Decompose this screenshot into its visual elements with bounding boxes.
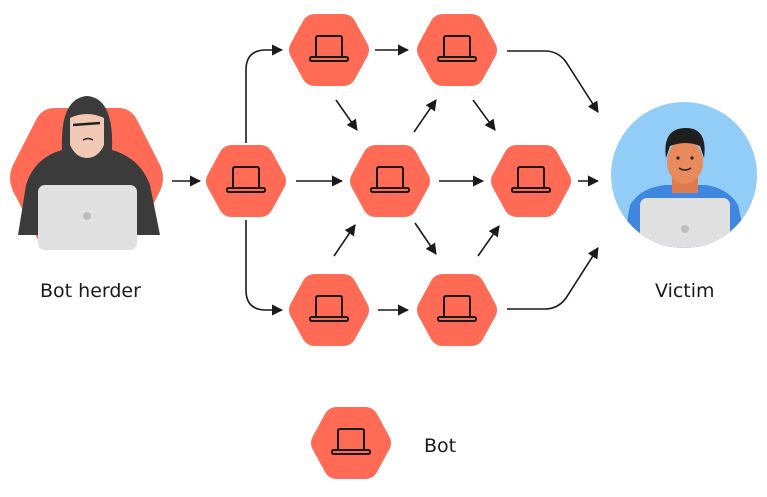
arrow-entry-to-top1 (245, 44, 284, 143)
laptop-icon (309, 35, 349, 62)
bot-hexagon (289, 14, 369, 86)
arrow-top1-to-mid1 (335, 99, 358, 131)
bot-hexagon (417, 274, 497, 346)
arrow-bottom1-to-mid1 (333, 224, 356, 257)
bot-hexagon (206, 145, 286, 217)
arrow-bottom2-to-mid2 (477, 225, 500, 257)
bot-bottom-2 (417, 274, 497, 346)
bot-hexagon (417, 14, 497, 86)
bot-herder-avatar (10, 96, 163, 250)
laptop-icon (511, 166, 551, 193)
arrow-mid1-to-top2 (413, 99, 437, 133)
laptop-icon (309, 295, 349, 322)
laptop-icon (370, 166, 410, 193)
legend-bot-label: Bot (424, 435, 457, 457)
bot-hexagon (491, 145, 571, 217)
victim-avatar (611, 102, 757, 248)
laptop-icon (437, 295, 477, 322)
bot-entry (206, 145, 286, 217)
laptop-icon (437, 35, 477, 62)
bot-hexagon (289, 274, 369, 346)
bot-hexagon (350, 145, 430, 217)
face-icon (70, 114, 104, 158)
connection-arrows (172, 44, 600, 316)
victim-face-icon (667, 140, 703, 184)
bot-top-1 (289, 14, 369, 86)
arrow-bottom2-to-victim (507, 247, 599, 310)
hair-icon (665, 128, 705, 158)
arrow-top2-to-victim (507, 50, 599, 113)
laptop-icon (226, 166, 266, 193)
bot-herder-label: Bot herder (40, 280, 141, 302)
arrow-top2-to-mid2 (472, 99, 496, 131)
arrow-entry-to-bottom1 (245, 220, 284, 316)
bot-bottom-1 (289, 274, 369, 346)
bot-mid-1 (350, 145, 430, 217)
arrow-mid1-to-bottom2 (414, 222, 437, 255)
victim-label: Victim (655, 280, 715, 302)
laptop-icon (331, 428, 371, 455)
bot-top-2 (417, 14, 497, 86)
legend-bot-icon (311, 407, 391, 479)
bot-mid-2 (491, 145, 571, 217)
bot-hexagon (311, 407, 391, 479)
